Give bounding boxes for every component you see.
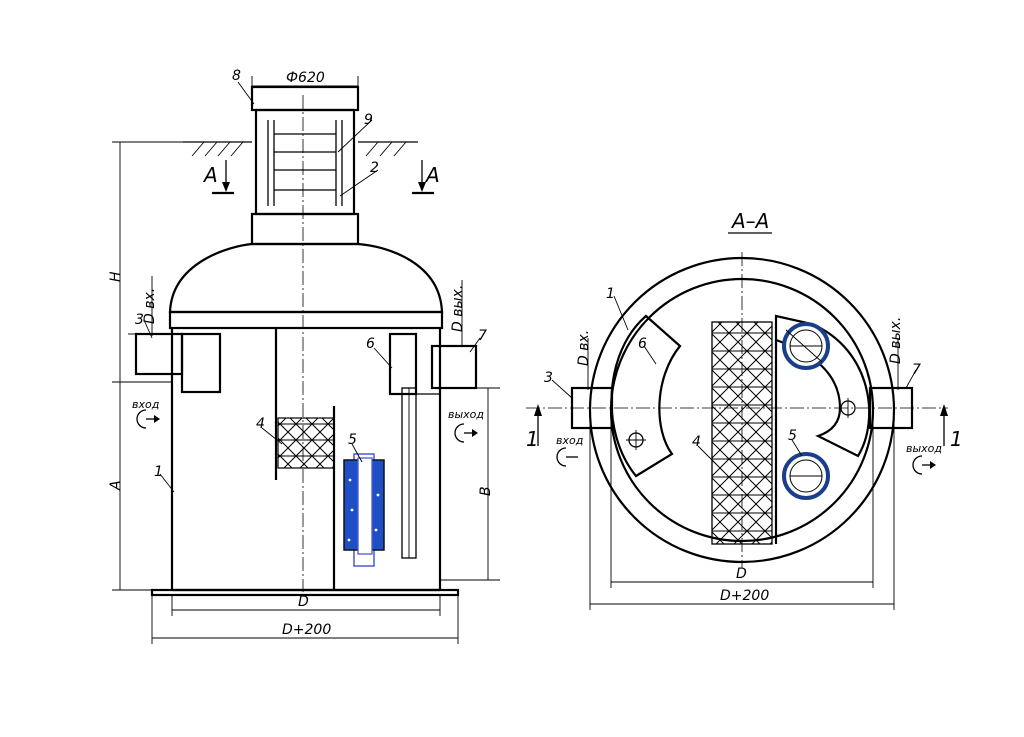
- leader-9: [337, 119, 373, 153]
- section-label-d-out: D вых.: [888, 317, 904, 364]
- section-view: А–А: [526, 209, 963, 610]
- label-D-front: D: [298, 594, 309, 610]
- section-label-4: 4: [692, 434, 701, 450]
- tank-body: [150, 328, 460, 597]
- baffle-6: [610, 314, 682, 478]
- leader-6: [373, 347, 393, 369]
- section-pipe-top: [782, 322, 830, 370]
- outlet-pipe: [430, 344, 478, 390]
- label-D200-front: D+200: [282, 622, 331, 638]
- leader-8: [237, 81, 255, 105]
- section-label-inlet: вход: [556, 434, 583, 447]
- section-pipe-bottom: [782, 452, 830, 500]
- coalescing-block-4: [277, 417, 335, 469]
- label-d-in: D вх.: [142, 288, 158, 324]
- label-B: B: [478, 486, 494, 496]
- label-outlet-front: выход: [448, 408, 484, 421]
- label-9: 9: [364, 112, 373, 128]
- inlet-pipe: [134, 332, 184, 376]
- view-mark-right: 1: [950, 427, 963, 451]
- leader-2: [339, 169, 379, 197]
- dimensions-section: [587, 338, 899, 610]
- section-cut-marks: [212, 160, 434, 195]
- view-arrow-right: [940, 404, 948, 446]
- label-6: 6: [366, 336, 375, 352]
- section-label-1: 1: [606, 286, 615, 302]
- section-label-7: 7: [912, 362, 921, 378]
- section-label-6: 6: [638, 336, 647, 352]
- label-d620: Ф620: [286, 70, 325, 86]
- front-view: Ф620 8 9 2 А А H D вх. D вых. 3 6 7 вход…: [108, 68, 500, 644]
- manhole-neck: [250, 85, 360, 246]
- section-label-D: D: [736, 566, 747, 582]
- section-coalescing-block: [711, 321, 773, 545]
- ground-line: [183, 141, 418, 157]
- section-inlet-symbol: [556, 447, 578, 467]
- outlet-symbol: [454, 423, 478, 443]
- label-8: 8: [232, 68, 241, 84]
- section-label-d-in: D вх.: [576, 330, 592, 366]
- label-A: A: [108, 480, 124, 491]
- section-label-D200: D+200: [720, 588, 769, 604]
- leader-4: [261, 427, 283, 445]
- label-H: H: [108, 271, 124, 282]
- label-inlet-front: вход: [132, 398, 159, 411]
- cap-flange: [168, 310, 444, 330]
- section-outlet-symbol: [912, 455, 936, 475]
- leader-7: [469, 337, 481, 353]
- filter-cartridge-5: [343, 453, 385, 567]
- section-title: А–А: [730, 209, 769, 233]
- label-3: 3: [135, 312, 144, 328]
- view-mark-left: 1: [526, 427, 539, 451]
- label-4: 4: [256, 416, 265, 432]
- section-label-5: 5: [788, 428, 797, 444]
- label-5: 5: [348, 432, 357, 448]
- section-label-3: 3: [544, 370, 553, 386]
- label-d-out: D вых.: [450, 285, 466, 332]
- label-2: 2: [370, 160, 379, 176]
- leader-3: [143, 319, 153, 339]
- label-7: 7: [478, 328, 487, 344]
- dimensions-front: [112, 76, 500, 644]
- dome-cap: [168, 242, 444, 314]
- leader-1: [159, 473, 175, 493]
- leader-5: [351, 443, 363, 463]
- section-mark-left: А: [202, 163, 218, 187]
- inlet-symbol: [136, 409, 160, 429]
- section-mark-right: А: [424, 163, 440, 187]
- view-arrow-left: [534, 404, 542, 446]
- label-1: 1: [154, 464, 163, 480]
- section-label-outlet: выход: [906, 442, 942, 455]
